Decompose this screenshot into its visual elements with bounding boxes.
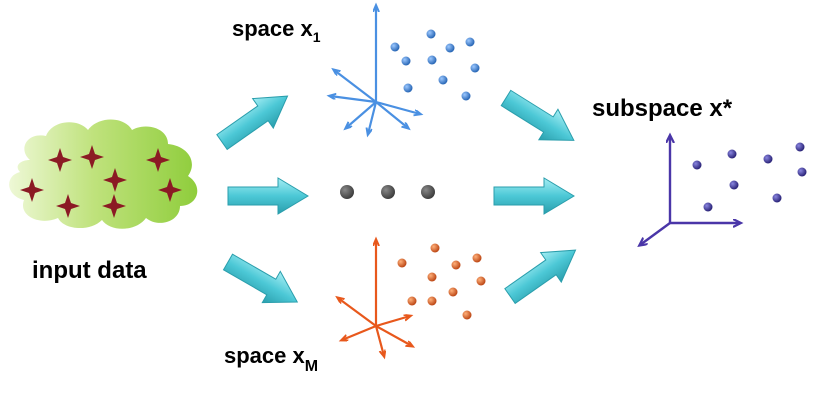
flow-arrow-icon (222, 253, 299, 304)
flow-arrow-icon (216, 95, 289, 151)
space-1-label: space x1 (232, 16, 321, 45)
data-point (703, 202, 713, 212)
star-icon (146, 148, 170, 172)
star-icon (48, 148, 72, 172)
subspace-points (692, 142, 807, 212)
flow-arrows (216, 89, 577, 305)
space-m-points (397, 243, 486, 320)
data-point (462, 310, 472, 320)
data-point (427, 272, 437, 282)
input-data-label: input data (32, 257, 147, 284)
data-point (472, 253, 482, 263)
star-icon (158, 178, 182, 202)
data-point (430, 243, 440, 253)
data-point (772, 193, 782, 203)
flow-arrow-icon (493, 177, 575, 215)
ellipsis-dot (340, 185, 354, 199)
star-icon (103, 168, 127, 192)
data-point (397, 258, 407, 268)
subspace-axes (640, 136, 740, 245)
space-m: space xM (224, 240, 486, 375)
space-1-subscript: 1 (313, 29, 321, 45)
data-point (470, 63, 480, 73)
star-icon (102, 194, 126, 218)
space-1-points (390, 29, 480, 101)
data-point (407, 296, 417, 306)
data-point (448, 287, 458, 297)
input-data-stars (20, 145, 182, 218)
space-m-axes (338, 240, 412, 356)
data-point (451, 260, 461, 270)
space-m-subscript: M (305, 358, 318, 375)
data-point (461, 91, 471, 101)
subspace: subspace x* (592, 95, 807, 245)
ellipsis-dots (340, 185, 435, 199)
data-point (427, 296, 437, 306)
data-point (438, 75, 448, 85)
star-icon (56, 194, 80, 218)
subspace-label: subspace x* (592, 95, 733, 122)
ellipsis-dot (381, 185, 395, 199)
data-point (476, 276, 486, 286)
data-point (727, 149, 737, 159)
ellipsis-dot (421, 185, 435, 199)
data-point (403, 83, 413, 93)
data-point (426, 29, 436, 39)
data-point (427, 55, 437, 65)
data-point (797, 167, 807, 177)
data-point (445, 43, 455, 53)
data-point (465, 37, 475, 47)
flow-arrow-icon (227, 177, 309, 215)
flow-arrow-icon (500, 89, 575, 141)
space-1: space x1 (232, 6, 480, 134)
data-point (390, 42, 400, 52)
data-point (795, 142, 805, 152)
input-data-cloud (9, 119, 198, 229)
data-point (763, 154, 773, 164)
flow-arrow-icon (504, 249, 577, 305)
star-icon (20, 178, 44, 202)
space-m-label: space xM (224, 343, 318, 375)
star-icon (80, 145, 104, 169)
space-1-axes (330, 6, 420, 134)
data-point (692, 160, 702, 170)
data-point (729, 180, 739, 190)
data-point (401, 56, 411, 66)
